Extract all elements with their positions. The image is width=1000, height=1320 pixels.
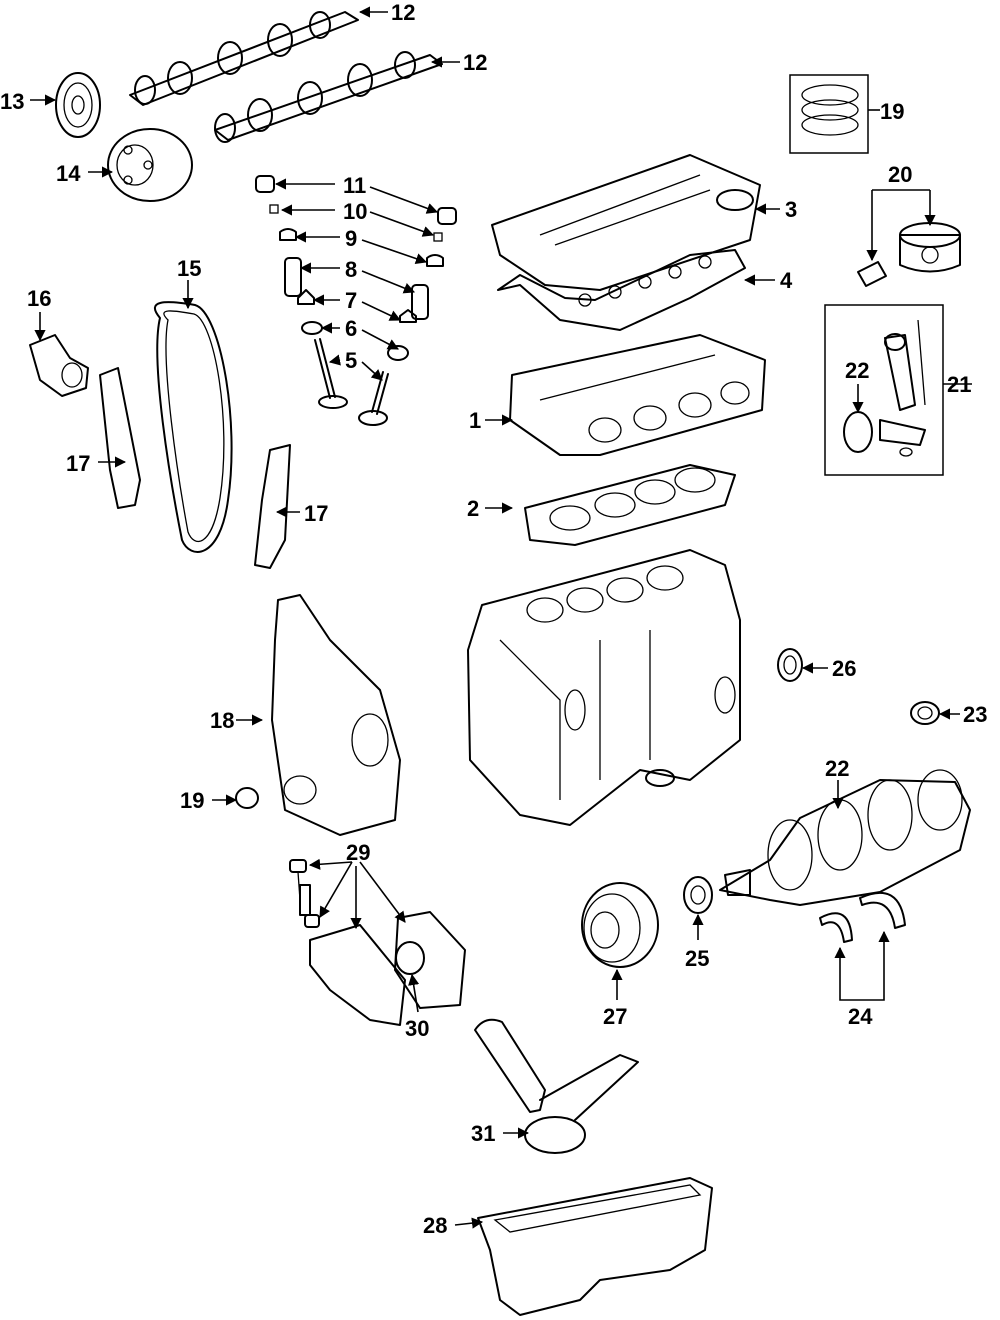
callout-29: 27 (603, 1004, 627, 1029)
callout-13: 13 (0, 89, 24, 114)
callout-30: 28 (423, 1213, 447, 1238)
engine-block (467, 549, 741, 826)
chain-guide-right (254, 444, 291, 569)
oil-pickup (474, 1018, 639, 1154)
callout-10: 10 (343, 199, 367, 224)
callout-5: 5 (345, 348, 357, 373)
piston-rings-box (789, 74, 869, 154)
callout-15: 15 (177, 256, 201, 281)
callout-21: 20 (888, 162, 912, 187)
callout-26: 24 (848, 1004, 873, 1029)
valve-cover-gasket (497, 249, 746, 331)
callout-28: 26 (832, 656, 856, 681)
oil-pump-parts (289, 859, 466, 1026)
oil-pan (477, 1177, 713, 1316)
crank-pulley (581, 882, 659, 968)
callout-16: 16 (27, 286, 51, 311)
callout-18: 18 (210, 708, 234, 733)
callout-23: 22 (845, 358, 869, 383)
vvt-gear (107, 128, 193, 202)
chain-guide-left (99, 367, 141, 509)
callout-19: 19 (180, 788, 204, 813)
rear-main-seal (777, 648, 803, 682)
callout-20: 19 (880, 99, 904, 124)
callout-1: 1 (469, 408, 481, 433)
callout-6: 6 (345, 316, 357, 341)
callout-24: 22 (825, 756, 849, 781)
head-gasket (524, 464, 736, 546)
thrust-washers (819, 892, 906, 943)
crankshaft (719, 769, 971, 906)
cam-sprocket (55, 72, 101, 138)
callout-7: 7 (345, 288, 357, 313)
callout-32: 30 (405, 1016, 429, 1041)
crank-bearing (910, 701, 940, 725)
leader-lines (30, 6, 972, 1229)
callout-8: 8 (345, 257, 357, 282)
valve-cover (491, 154, 761, 291)
cylinder-head (509, 334, 766, 456)
timing-chain (153, 301, 233, 553)
camshaft-lower (214, 51, 443, 143)
callout-11: 11 (343, 173, 366, 198)
timing-cover (271, 594, 401, 836)
timing-cover-seal (235, 787, 259, 809)
callout-17: 17 (304, 501, 328, 526)
callout-27: 25 (685, 946, 709, 971)
callout-4: 4 (780, 268, 793, 293)
connecting-rod-box (824, 304, 944, 476)
callout-17: 17 (66, 451, 90, 476)
callout-3: 3 (785, 197, 797, 222)
callout-12: 12 (391, 0, 415, 25)
callout-25: 23 (963, 702, 987, 727)
callout-9: 9 (345, 226, 357, 251)
callout-2: 2 (467, 496, 479, 521)
callout-33: 31 (471, 1121, 495, 1146)
callout-22: 21 (947, 372, 971, 397)
camshaft-upper (129, 11, 359, 106)
crank-sprocket (683, 876, 713, 914)
callout-12: 12 (463, 50, 487, 75)
callout-labels: 12 12 13 14 11 10 9 8 7 6 5 15 16 17 17 … (0, 0, 987, 1238)
callout-31: 29 (346, 840, 370, 865)
piston-and-pin (857, 222, 961, 287)
callout-14: 14 (56, 161, 81, 186)
chain-tensioner (29, 334, 89, 397)
